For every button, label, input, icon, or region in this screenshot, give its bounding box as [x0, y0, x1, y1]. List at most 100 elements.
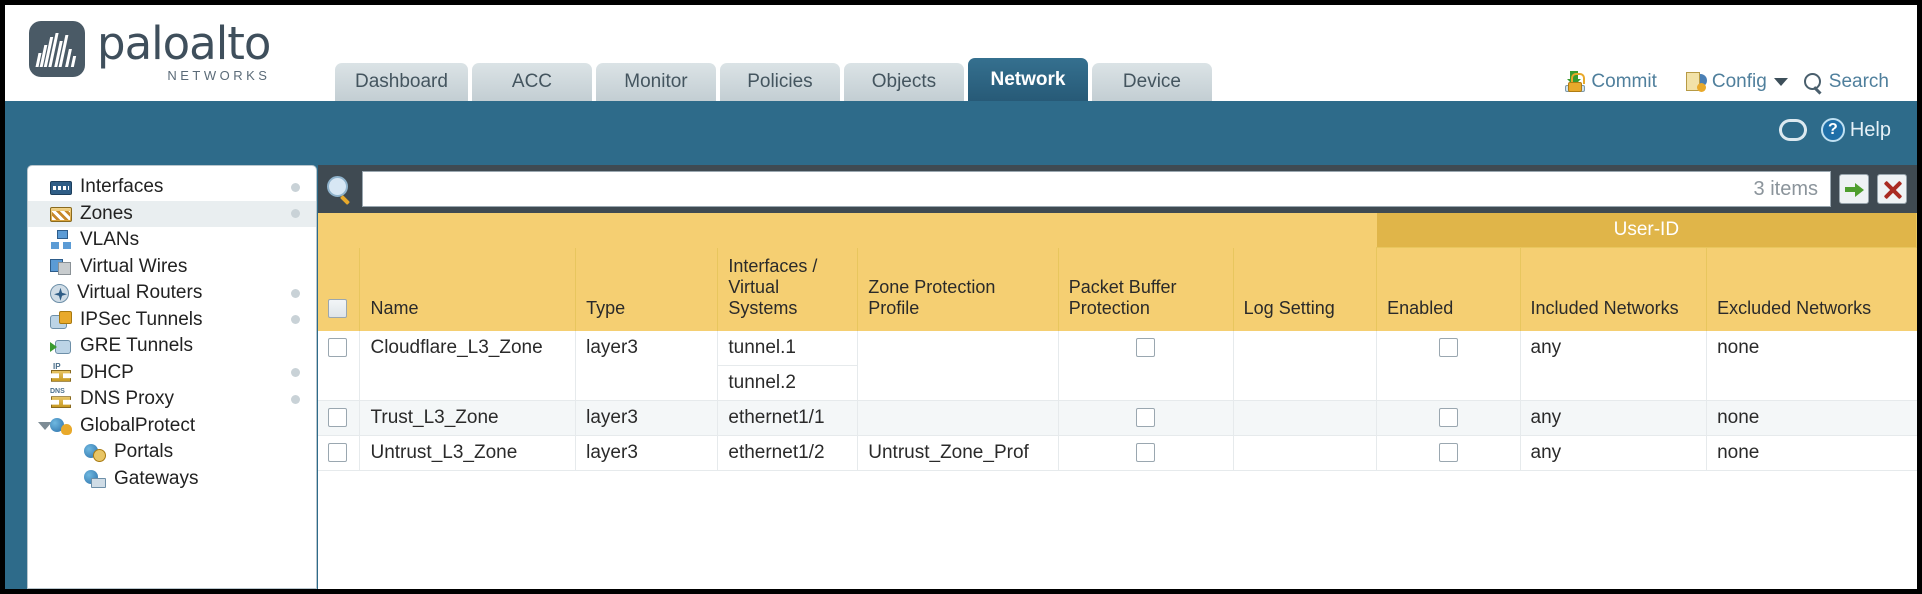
sidebar-item-ipsec-tunnels[interactable]: IPSec Tunnels	[28, 307, 316, 334]
cell-zone-protection	[857, 400, 1059, 436]
tab-dashboard[interactable]: Dashboard	[335, 63, 468, 101]
packet-buffer-checkbox[interactable]	[1136, 337, 1156, 357]
cell-name[interactable]: Untrust_L3_Zone	[359, 435, 577, 471]
cell-excluded-networks: none	[1706, 330, 1917, 401]
sidebar-item-dhcp[interactable]: DHCP	[28, 360, 316, 387]
cell-type: layer3	[575, 400, 719, 436]
main-tab-bar[interactable]: Dashboard ACC Monitor Policies Objects N…	[335, 58, 1212, 101]
status-dot	[291, 209, 300, 219]
row-checkbox[interactable]	[328, 407, 347, 427]
col-zone-protection[interactable]: Zone Protection Profile	[857, 247, 1059, 331]
sidebar-item-gateways[interactable]: Gateways	[28, 466, 316, 493]
col-excluded-networks[interactable]: Excluded Networks	[1706, 247, 1917, 331]
cell-packet-buffer[interactable]	[1058, 435, 1234, 471]
zones-table-wrapper: User-ID Name Type Interfaces / Virtual S…	[318, 213, 1917, 589]
cell-userid-enabled[interactable]	[1376, 400, 1521, 436]
row-checkbox[interactable]	[328, 337, 347, 357]
row-select-cell[interactable]	[318, 400, 361, 436]
paloalto-logo-icon	[29, 21, 85, 77]
col-interfaces[interactable]: Interfaces / Virtual Systems	[717, 247, 859, 331]
brand-name: paloalto	[97, 17, 271, 70]
col-type[interactable]: Type	[575, 247, 719, 331]
row-checkbox[interactable]	[328, 442, 347, 462]
cell-name[interactable]: Trust_L3_Zone	[359, 400, 577, 436]
cell-userid-enabled[interactable]	[1376, 435, 1521, 471]
status-dot	[291, 315, 300, 325]
interface-item: tunnel.1	[718, 331, 858, 366]
tab-monitor[interactable]: Monitor	[595, 63, 716, 101]
sidebar-item-zones[interactable]: Zones	[28, 200, 316, 227]
packet-buffer-checkbox[interactable]	[1136, 407, 1156, 427]
tab-device[interactable]: Device	[1091, 63, 1212, 101]
brand-logo: paloalto NETWORKS	[29, 17, 271, 83]
search-button[interactable]: Search	[1802, 71, 1889, 93]
tab-policies[interactable]: Policies	[719, 63, 840, 101]
table-header-row: Name Type Interfaces / Virtual Systems Z…	[318, 247, 1917, 331]
status-dot	[291, 394, 300, 404]
select-all-header[interactable]	[318, 247, 361, 331]
row-select-cell[interactable]	[318, 435, 361, 471]
table-row[interactable]: Cloudflare_L3_Zone layer3 tunnel.1 tunne…	[318, 330, 1917, 401]
sidebar-item-label: DHCP	[80, 361, 134, 383]
search-input[interactable]: 3 items	[362, 171, 1831, 207]
table-row[interactable]: Untrust_L3_Zone layer3 ethernet1/2 Untru…	[318, 435, 1917, 471]
cell-included-networks: any	[1520, 435, 1708, 471]
interface-item: ethernet1/1	[728, 406, 825, 428]
sidebar-item-gre-tunnels[interactable]: GRE Tunnels	[28, 333, 316, 360]
tab-network[interactable]: Network	[967, 58, 1088, 101]
col-packet-buffer[interactable]: Packet Buffer Protection	[1058, 247, 1234, 331]
config-label: Config	[1711, 71, 1767, 92]
row-select-cell[interactable]	[318, 330, 361, 401]
top-header: paloalto NETWORKS Dashboard ACC Monitor …	[5, 5, 1917, 101]
group-header-userid: User-ID	[1376, 213, 1917, 248]
sidebar-item-interfaces[interactable]: Interfaces	[28, 174, 316, 201]
cell-packet-buffer[interactable]	[1058, 400, 1234, 436]
config-menu[interactable]: Config	[1685, 71, 1788, 93]
userid-enabled-checkbox[interactable]	[1438, 407, 1458, 427]
col-log-setting[interactable]: Log Setting	[1233, 247, 1378, 331]
apply-filter-button[interactable]	[1839, 174, 1869, 204]
virtual-routers-icon	[50, 283, 69, 303]
col-userid-enabled[interactable]: Enabled	[1376, 247, 1521, 331]
sidebar-item-globalprotect[interactable]: GlobalProtect	[28, 413, 316, 440]
sidebar-item-dns-proxy[interactable]: DNS Proxy	[28, 386, 316, 413]
virtual-wires-icon	[50, 257, 72, 277]
table-group-header-row: User-ID	[318, 213, 1917, 248]
select-all-checkbox[interactable]	[328, 299, 347, 319]
brand-tagline: NETWORKS	[167, 68, 271, 83]
commit-label: Commit	[1591, 71, 1657, 92]
packet-buffer-checkbox[interactable]	[1136, 442, 1156, 462]
sidebar-item-virtual-routers[interactable]: Virtual Routers	[28, 280, 316, 307]
search-icon	[324, 174, 354, 204]
cell-interfaces: ethernet1/2	[717, 435, 859, 471]
sidebar-item-portals[interactable]: Portals	[28, 439, 316, 466]
refresh-icon[interactable]	[1777, 117, 1807, 143]
sidebar-item-vlans[interactable]: VLANs	[28, 227, 316, 254]
sidebar-item-label: VLANs	[80, 229, 140, 251]
search-label: Search	[1828, 71, 1889, 92]
userid-enabled-checkbox[interactable]	[1438, 442, 1458, 462]
userid-enabled-checkbox[interactable]	[1438, 337, 1458, 357]
cell-name[interactable]: Cloudflare_L3_Zone	[359, 330, 577, 401]
col-name[interactable]: Name	[359, 247, 577, 331]
item-count-label: 3 items	[1753, 177, 1818, 200]
tab-objects[interactable]: Objects	[843, 63, 964, 101]
sidebar-item-label: GRE Tunnels	[80, 335, 193, 357]
tab-acc[interactable]: ACC	[471, 63, 592, 101]
cell-userid-enabled[interactable]	[1376, 330, 1521, 401]
help-button[interactable]: ? Help	[1820, 118, 1891, 142]
main-panel: 3 items	[318, 165, 1917, 589]
cell-packet-buffer[interactable]	[1058, 330, 1234, 401]
table-row[interactable]: Trust_L3_Zone layer3 ethernet1/1	[318, 400, 1917, 436]
clear-filter-button[interactable]	[1877, 174, 1907, 204]
sidebar-item-label: GlobalProtect	[80, 414, 196, 436]
chevron-down-icon	[1773, 78, 1788, 86]
sidebar-item-label: Zones	[80, 202, 133, 224]
globalprotect-icon	[50, 416, 72, 436]
sidebar-item-virtual-wires[interactable]: Virtual Wires	[28, 254, 316, 281]
col-included-networks[interactable]: Included Networks	[1520, 247, 1708, 331]
search-icon	[1802, 71, 1824, 93]
sidebar-item-label: Virtual Routers	[77, 282, 203, 304]
chevron-down-icon[interactable]	[38, 421, 52, 430]
